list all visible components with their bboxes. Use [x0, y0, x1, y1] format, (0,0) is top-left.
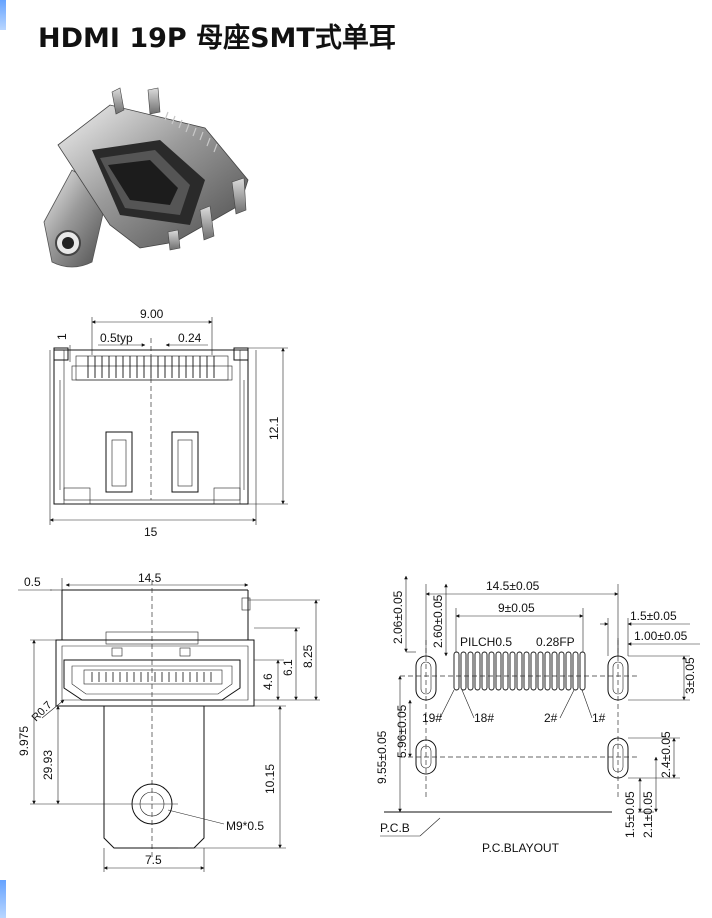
dim-h-6-1: 6.1 [281, 659, 295, 676]
label-pcb: P.C.B [380, 821, 410, 835]
dim-h-8-25: 8.25 [301, 644, 315, 668]
dim-front-offset: 0.5 [24, 575, 41, 589]
front-view-drawing [18, 578, 320, 872]
dim-v-9-55: 9.55±0.05 [375, 730, 389, 784]
dim-h-29-93: 29.93 [41, 750, 55, 780]
top-view-drawing [49, 317, 288, 525]
dim-h-4-6: 4.6 [261, 673, 275, 690]
dim-v-1-5: 1.5±0.05 [623, 791, 637, 838]
dim-offset-1: 1 [55, 333, 69, 340]
dim-layout-width: 14.5±0.05 [486, 579, 540, 593]
dim-radius: R0.7 [30, 699, 55, 724]
dim-v-2-4: 2.4±0.05 [659, 731, 673, 778]
dim-layout-pads-width: 9±0.05 [498, 601, 535, 615]
page-edge-accent-bottom [0, 880, 6, 918]
dim-slot-1-00: 1.00±0.05 [634, 629, 688, 643]
dim-v-2-1: 2.1±0.05 [641, 791, 655, 838]
dim-h-9-975: 9.975 [17, 726, 31, 756]
label-pcb-layout: P.C.BLAYOUT [482, 841, 560, 855]
dim-v-5-96: 5.96±0.05 [395, 704, 409, 758]
label-pitch: PILCH0.5 [460, 635, 512, 649]
page-title: HDMI 19P 母座SMT式单耳 [38, 23, 396, 54]
dim-v-2-06: 2.06±0.05 [391, 590, 405, 644]
dim-height-12-1: 12.1 [267, 416, 281, 440]
pcb-layout-drawing [380, 575, 700, 837]
dim-pin-width: 0.24 [178, 331, 202, 345]
pin-label-1: 1# [592, 711, 606, 725]
connector-photo [43, 87, 249, 268]
dim-slot-1-5: 1.5±0.05 [630, 609, 677, 623]
dim-pitch: 0.5typ [100, 331, 133, 345]
pin-label-2: 2# [544, 711, 558, 725]
pin-label-18: 18# [474, 711, 494, 725]
dim-h-10-15: 10.15 [263, 764, 277, 794]
dim-front-width: 14.5 [138, 571, 162, 585]
dim-v-2-60: 2.60±0.05 [431, 594, 445, 648]
dim-top-width-15: 15 [144, 525, 158, 539]
label-fp: 0.28FP [536, 635, 575, 649]
page-edge-accent [0, 0, 6, 30]
dim-ear-width: 7.5 [145, 853, 162, 867]
dim-v-3: 3±0.05 [683, 657, 697, 694]
dim-screw: M9*0.5 [226, 819, 264, 833]
dim-top-width-9: 9.00 [140, 307, 164, 321]
pin-label-19: 19# [422, 711, 442, 725]
